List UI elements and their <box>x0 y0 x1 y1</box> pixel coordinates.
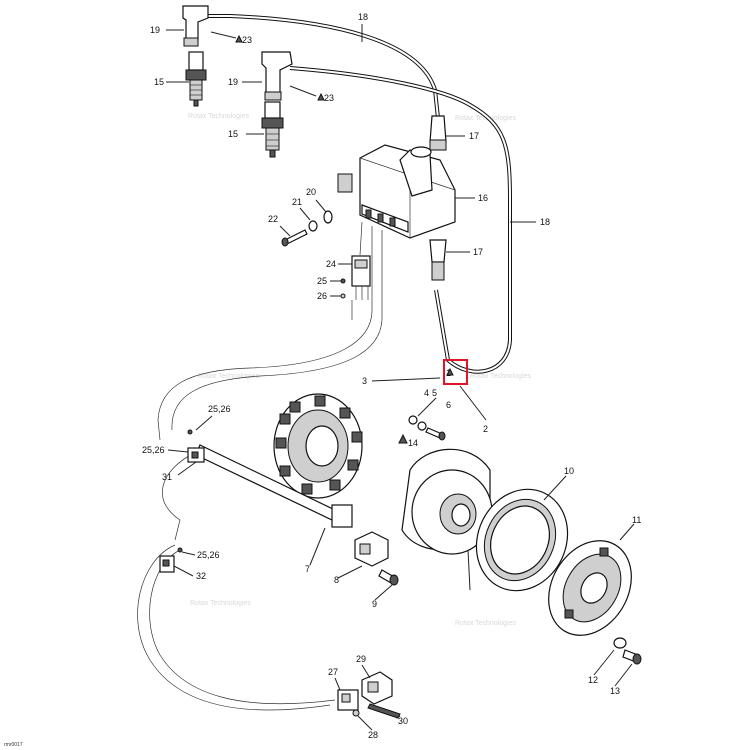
screw-6 <box>425 427 446 441</box>
callout-23: 23 <box>324 93 334 103</box>
connector-27 <box>337 689 359 711</box>
spark-plug-cap-upper <box>182 5 209 47</box>
callout-11: 11 <box>632 515 641 525</box>
callout-13: 13 <box>610 686 620 696</box>
terminal-25 <box>187 429 193 435</box>
callout-9: 9 <box>372 599 377 609</box>
callout-19: 19 <box>228 77 238 87</box>
callout-4: 4 <box>424 388 429 398</box>
callout-18: 18 <box>358 12 368 22</box>
callout-15: 15 <box>228 129 238 139</box>
callout-5: 5 <box>432 388 437 398</box>
spark-plug-cap-lower <box>261 51 293 101</box>
connector-32 <box>159 555 175 573</box>
callout-12: 12 <box>588 675 598 685</box>
leader-lines <box>166 24 635 731</box>
cable-boot-upper <box>429 115 447 151</box>
callout-28: 28 <box>368 730 378 740</box>
ignition-coil <box>337 144 456 239</box>
callout-20: 20 <box>306 187 316 197</box>
watermark: Rotax Technologies <box>470 373 531 380</box>
callout-8: 8 <box>334 575 339 585</box>
starter-cup-11 <box>548 540 632 636</box>
spark-plug-lower <box>261 101 284 158</box>
washer-5 <box>417 421 427 431</box>
connector-8 <box>354 531 389 567</box>
seal-28 <box>352 709 360 717</box>
callout-30: 30 <box>398 716 408 726</box>
connector-29 <box>361 671 393 705</box>
callout-26: 26 <box>317 291 327 301</box>
adhesive-icon <box>446 367 454 376</box>
connector-24 <box>351 255 371 300</box>
callout-2: 2 <box>483 424 488 434</box>
callout-25-26: 25,26 <box>142 445 165 455</box>
watermark: Rotax Technologies <box>188 113 249 120</box>
screw-22 <box>281 229 308 247</box>
washer-12 <box>613 637 627 649</box>
callout-27: 27 <box>328 667 338 677</box>
adhesive-icon <box>398 433 408 444</box>
callout-25: 25 <box>317 276 327 286</box>
callout-23: 23 <box>242 35 252 45</box>
adhesive-icon <box>235 34 243 43</box>
figure-code: rmr0017 <box>4 742 23 748</box>
callout-3: 3 <box>362 376 367 386</box>
spark-plug-cables <box>206 14 512 374</box>
callout-21: 21 <box>292 197 302 207</box>
callout-17: 17 <box>469 131 479 141</box>
spark-plug-upper <box>185 51 207 107</box>
callout-24: 24 <box>326 259 336 269</box>
ring-gear-10 <box>475 488 569 592</box>
seal-26 <box>340 293 346 299</box>
callout-29: 29 <box>356 654 366 664</box>
spacer-20 <box>323 210 333 224</box>
washer-4 <box>408 415 418 425</box>
highlight-box <box>443 359 468 385</box>
washer-21 <box>308 220 318 232</box>
adhesive-icon <box>317 92 325 101</box>
stator-harness-7 <box>137 444 353 711</box>
callout-10: 10 <box>564 466 574 476</box>
watermark: Rotax Technologies <box>198 373 259 380</box>
flywheel-2 <box>401 448 493 555</box>
bolt-9 <box>378 569 399 586</box>
watermark: Rotax Technologies <box>455 620 516 627</box>
callout-17: 17 <box>473 247 483 257</box>
clip-30 <box>367 703 401 719</box>
callout-32: 32 <box>196 571 206 581</box>
callout-15: 15 <box>154 77 164 87</box>
connector-31 <box>187 447 205 463</box>
callout-14: 14 <box>408 438 418 448</box>
callout-31: 31 <box>162 472 172 482</box>
coil-wiring <box>157 221 383 441</box>
stator-3 <box>273 393 363 499</box>
callout-22: 22 <box>268 214 278 224</box>
terminal-25 <box>177 547 183 553</box>
callout-16: 16 <box>478 193 488 203</box>
watermark: Rotax Technologies <box>190 600 251 607</box>
terminal-25 <box>340 278 346 284</box>
callout-25-26: 25,26 <box>208 404 231 414</box>
cable-boot-lower <box>429 239 447 281</box>
callouts: 19 18 23 15 19 23 15 17 16 20 21 22 18 1… <box>142 12 641 740</box>
callout-7: 7 <box>305 564 310 574</box>
callout-18: 18 <box>540 217 550 227</box>
callout-6: 6 <box>446 400 451 410</box>
callout-25-26: 25,26 <box>197 550 220 560</box>
callout-19: 19 <box>150 25 160 35</box>
nut-13 <box>622 649 642 665</box>
